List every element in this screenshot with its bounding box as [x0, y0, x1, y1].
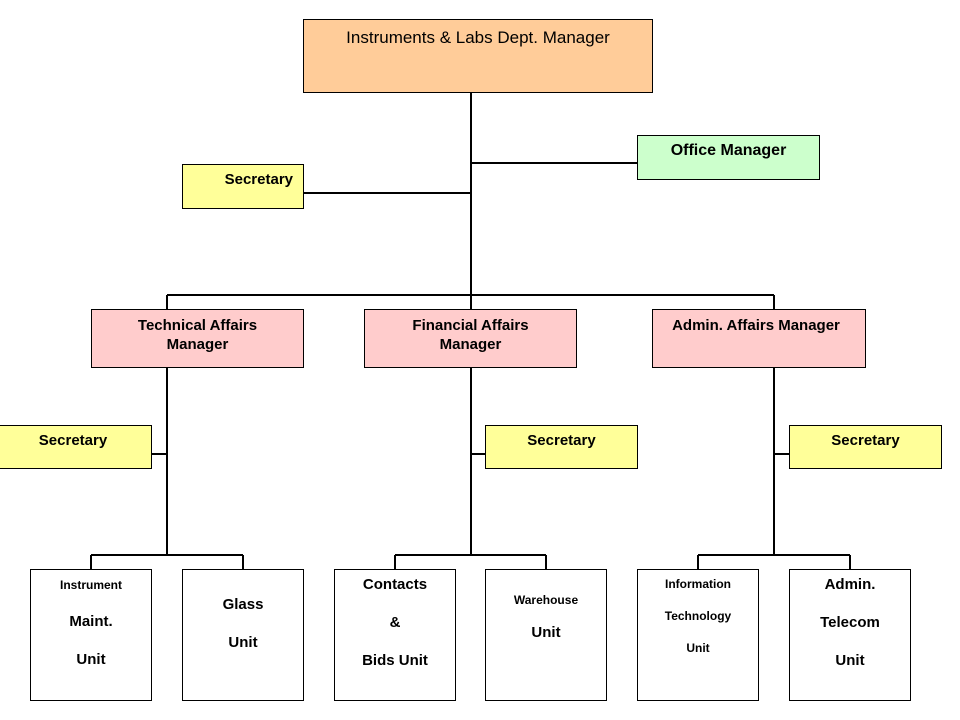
admin-secretary-label: Secretary — [831, 432, 900, 449]
dept-secretary-label: Secretary — [224, 171, 293, 188]
technical-affairs-manager-line-2: Manager — [166, 336, 229, 353]
contacts-bids-unit-box: Contacts & Bids Unit — [334, 569, 456, 701]
contacts-bids-unit-line-2: & — [389, 614, 401, 631]
instrument-maint-unit-line-2: Maint. — [69, 613, 113, 630]
contacts-bids-unit-line-1: Contacts — [362, 576, 428, 593]
admin-secretary-box: Secretary — [789, 425, 942, 469]
information-technology-unit-box: Information Technology Unit — [637, 569, 759, 701]
admin-telecom-unit-line-3: Unit — [835, 652, 865, 669]
financial-affairs-manager-box: Financial Affairs Manager — [364, 309, 577, 368]
glass-unit-box: Glass Unit — [182, 569, 304, 701]
dept-secretary-box: Secretary — [182, 164, 304, 209]
technical-secretary-label: Secretary — [38, 432, 108, 449]
warehouse-unit-line-2: Unit — [531, 624, 561, 641]
information-technology-unit-line-3: Unit — [686, 641, 710, 655]
technical-affairs-manager-line-1: Technical Affairs — [137, 317, 258, 334]
office-manager-label: Office Manager — [670, 142, 787, 159]
contacts-bids-unit-line-3: Bids Unit — [362, 652, 428, 669]
information-technology-unit-line-1: Information — [665, 577, 731, 591]
dept-manager-box: Instruments & Labs Dept. Manager — [303, 19, 653, 93]
admin-telecom-unit-line-1: Admin. — [824, 576, 876, 593]
technical-secretary-box: Secretary — [0, 425, 152, 469]
financial-affairs-manager-line-2: Manager — [439, 336, 502, 353]
admin-telecom-unit-box: Admin. Telecom Unit — [789, 569, 911, 701]
glass-unit-line-1: Glass — [222, 596, 264, 613]
dept-manager-label: Instruments & Labs Dept. Manager — [346, 28, 610, 47]
warehouse-unit-box: Warehouse Unit — [485, 569, 607, 701]
instrument-maint-unit-line-1: Instrument — [59, 578, 122, 592]
financial-affairs-manager-line-1: Financial Affairs — [412, 317, 529, 334]
financial-secretary-box: Secretary — [485, 425, 638, 469]
technical-affairs-manager-box: Technical Affairs Manager — [91, 309, 304, 368]
office-manager-box: Office Manager — [637, 135, 820, 180]
glass-unit-line-2: Unit — [228, 634, 258, 651]
admin-telecom-unit-line-2: Telecom — [820, 614, 880, 631]
warehouse-unit-line-1: Warehouse — [513, 593, 579, 607]
admin-affairs-manager-line-1: Admin. Affairs Manager — [672, 317, 840, 334]
instrument-maint-unit-box: Instrument Maint. Unit — [30, 569, 152, 701]
financial-secretary-label: Secretary — [527, 432, 596, 449]
admin-affairs-manager-box: Admin. Affairs Manager — [652, 309, 866, 368]
information-technology-unit-line-2: Technology — [664, 609, 732, 623]
instrument-maint-unit-line-3: Unit — [76, 651, 106, 668]
